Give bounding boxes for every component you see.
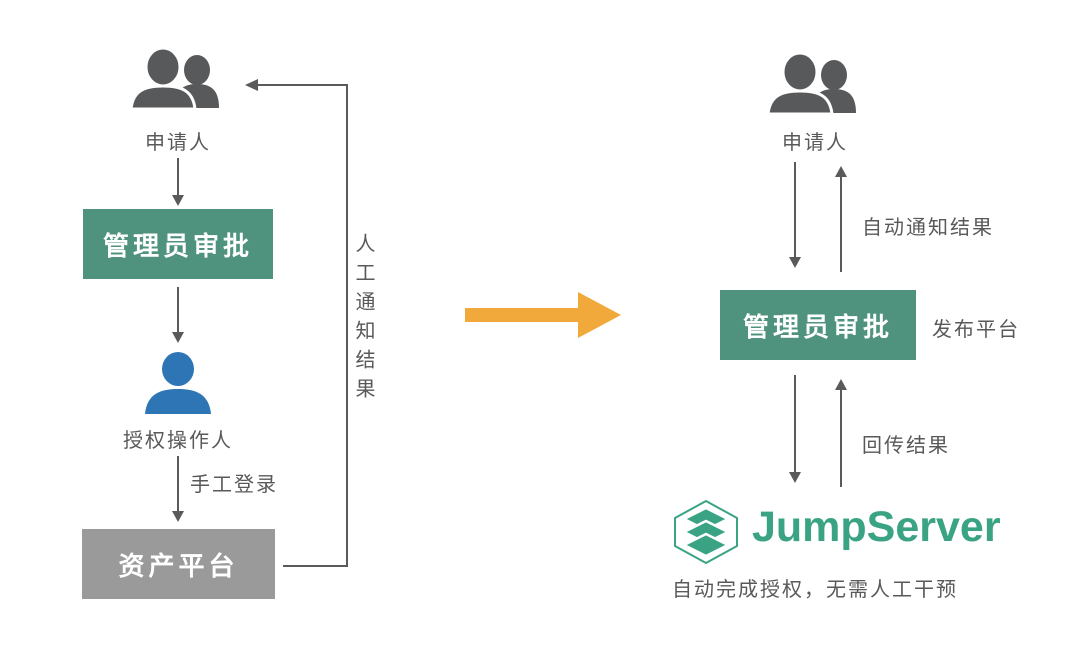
admin-approval-box: 管理员审批 (83, 209, 273, 279)
down-arrow (172, 456, 184, 522)
manual-notify-label: 人工通知结果 (352, 233, 374, 407)
manual-login-label: 手工登录 (190, 474, 278, 496)
feedback-path-arrow (243, 75, 355, 575)
up-arrow (835, 379, 847, 487)
publish-platform-label: 发布平台 (932, 319, 1020, 341)
jumpserver-caption: 自动完成授权，无需人工干预 (672, 579, 958, 601)
asset-platform-box: 资产平台 (82, 529, 275, 599)
jumpserver-wordmark: JumpServer (752, 503, 1001, 551)
down-arrow (789, 162, 801, 268)
down-arrow (172, 287, 184, 343)
right-arrow-icon (465, 292, 621, 338)
left-operator-label: 授权操作人 (123, 430, 233, 452)
left-applicant-label: 申请人 (145, 132, 211, 154)
down-arrow (172, 158, 184, 206)
down-arrow (789, 375, 801, 483)
users-icon (765, 50, 865, 126)
user-icon (140, 352, 216, 416)
auto-notify-label: 自动通知结果 (862, 217, 994, 239)
return-result-label: 回传结果 (862, 435, 950, 457)
up-arrow (835, 166, 847, 272)
admin-approval-box: 管理员审批 (720, 290, 916, 360)
jumpserver-logo-icon (670, 499, 742, 565)
right-applicant-label: 申请人 (782, 132, 848, 154)
users-icon (128, 45, 228, 121)
